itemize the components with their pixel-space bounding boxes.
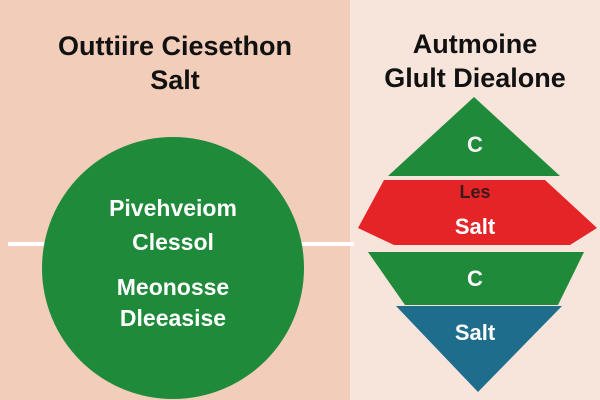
red-shape-label-bottom: Salt: [454, 214, 496, 239]
circle-text-line2: Clessol: [132, 229, 214, 255]
right-panel-title: Autmoine Glult Diealone: [350, 28, 600, 96]
right-title-line2: Glult Diealone: [384, 62, 566, 93]
left-panel-title: Outtiire Ciesethon Salt: [10, 30, 340, 98]
circle-text-line4: Dleeasise: [119, 305, 227, 331]
blue-bottom-triangle: [396, 306, 562, 392]
trapezoid-label: C: [467, 266, 483, 291]
circle-text-line1: Pivehveiom: [109, 195, 237, 221]
green-top-triangle: [388, 97, 560, 176]
green-circle: Pivehveiom Clessol Meonosse Dleeasise: [42, 137, 304, 399]
left-title-line2: Salt: [150, 64, 200, 95]
top-triangle-label: C: [467, 132, 483, 157]
right-connector-line: [284, 242, 354, 246]
left-connector-line: [8, 242, 70, 246]
red-shape-label-top: Les: [459, 182, 491, 202]
green-trapezoid: [368, 252, 584, 305]
bottom-triangle-label: Salt: [454, 320, 496, 345]
red-bowtie-shape: [358, 180, 597, 245]
left-title-line1: Outtiire Ciesethon: [57, 31, 293, 61]
right-title-line1: Autmoine: [412, 29, 538, 59]
circle-text-line3: Meonosse: [116, 274, 230, 300]
